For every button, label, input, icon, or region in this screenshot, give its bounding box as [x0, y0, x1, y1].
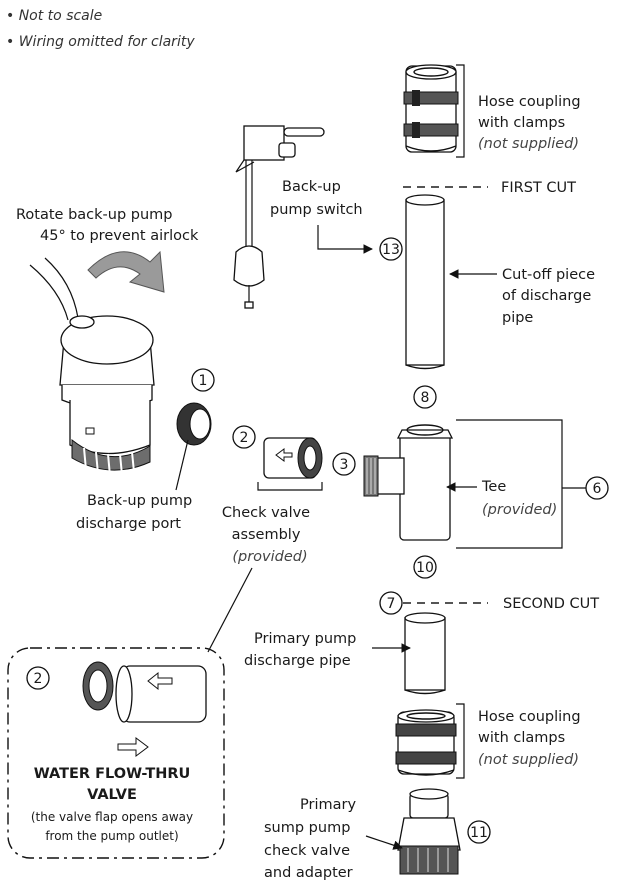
callout-7 [379, 591, 403, 615]
cut-off-pipe-label: Cut-off piece [502, 267, 595, 283]
callout-13 [379, 237, 403, 261]
primary-pipe-label: discharge pipe [244, 653, 351, 669]
inset-callout-2-number: 2 [34, 671, 43, 687]
cut-off-pipe [405, 194, 445, 370]
callout-13-number: 13 [382, 242, 400, 258]
inset-callout-2 [26, 666, 50, 690]
primary-check-label: check valve [264, 843, 350, 859]
flow-direction-arrow-icon [117, 737, 149, 757]
rotate-arrow-icon [87, 250, 165, 293]
primary-check-label: and adapter [264, 865, 353, 881]
callout-1 [191, 368, 215, 392]
callout-3 [332, 452, 356, 476]
hose-coupling-bottom-bracket [456, 703, 465, 779]
backup-pump [29, 257, 212, 477]
hose-coupling-top [403, 64, 459, 153]
inset-frame [7, 647, 225, 859]
hose-coupling-bottom-label: Hose coupling [478, 709, 581, 725]
callout-11-number: 11 [470, 825, 488, 841]
callout-10-number: 10 [416, 560, 434, 576]
callout-8-number: 8 [421, 390, 430, 406]
inset-note: (the valve flap opens away [31, 810, 193, 824]
primary-check-label: Primary [300, 797, 356, 813]
first-cut-label: FIRST CUT [501, 180, 576, 196]
hose-coupling-bottom-label: with clamps [478, 730, 565, 746]
callout-11 [467, 820, 491, 844]
second-cut-label: SECOND CUT [503, 596, 599, 612]
hose-coupling-bottom [395, 709, 457, 776]
tee-fitting [363, 424, 454, 541]
tee-note: (provided) [482, 502, 557, 518]
hose-coupling-top-label: Hose coupling [478, 94, 581, 110]
callout-1-number: 1 [199, 373, 208, 389]
primary-pipe-label: Primary pump [254, 631, 356, 647]
discharge-port-label: Back-up pump [87, 493, 192, 509]
hose-coupling-top-bracket [456, 64, 465, 158]
discharge-port-label: discharge port [76, 516, 181, 532]
backup-pump-switch-label: pump switch [270, 202, 363, 218]
cut-off-pipe-label: pipe [502, 310, 533, 326]
inset-title: VALVE [87, 787, 137, 803]
primary-check-arrow [365, 835, 403, 850]
inset-leader [207, 567, 253, 653]
callout-7-number: 7 [387, 596, 396, 612]
callout-8 [413, 385, 437, 409]
backup-pump-switch-label: Back-up [282, 179, 341, 195]
callout-3-number: 3 [340, 457, 349, 473]
primary-discharge-pipe [404, 612, 446, 695]
flow-valve-icon [82, 661, 207, 723]
primary-check-valve [397, 788, 461, 875]
note-wiring-omitted: • Wiring omitted for clarity [6, 34, 195, 50]
rotate-instruction: Rotate back-up pump [16, 207, 173, 223]
hose-coupling-top-note: (not supplied) [478, 136, 579, 152]
backup-switch-arrow [317, 225, 373, 254]
note-not-to-scale: • Not to scale [6, 8, 102, 24]
check-valve-assembly [263, 437, 323, 479]
tee-label: Tee [481, 479, 506, 495]
callout-2-number: 2 [240, 430, 249, 446]
inset-note: from the pump outlet) [45, 829, 178, 843]
check-valve-note: (provided) [232, 549, 307, 565]
hose-coupling-bottom-note: (not supplied) [478, 752, 579, 768]
discharge-port-leader [175, 439, 189, 491]
check-valve-label: assembly [232, 527, 301, 543]
check-valve-label: Check valve [222, 505, 310, 521]
callout-6 [585, 476, 609, 500]
cut-off-pipe-label: of discharge [502, 288, 591, 304]
inset-title: WATER FLOW-THRU [34, 766, 191, 782]
callout-10 [413, 555, 437, 579]
backup-pump-switch [233, 125, 325, 309]
hose-coupling-top-label: with clamps [478, 115, 565, 131]
check-valve-bracket [257, 482, 323, 491]
callout-2 [232, 425, 256, 449]
rotate-instruction: 45° to prevent airlock [40, 228, 199, 244]
tee-bracket [456, 419, 563, 549]
callout-6-number: 6 [593, 481, 602, 497]
primary-check-label: sump pump [264, 820, 350, 836]
